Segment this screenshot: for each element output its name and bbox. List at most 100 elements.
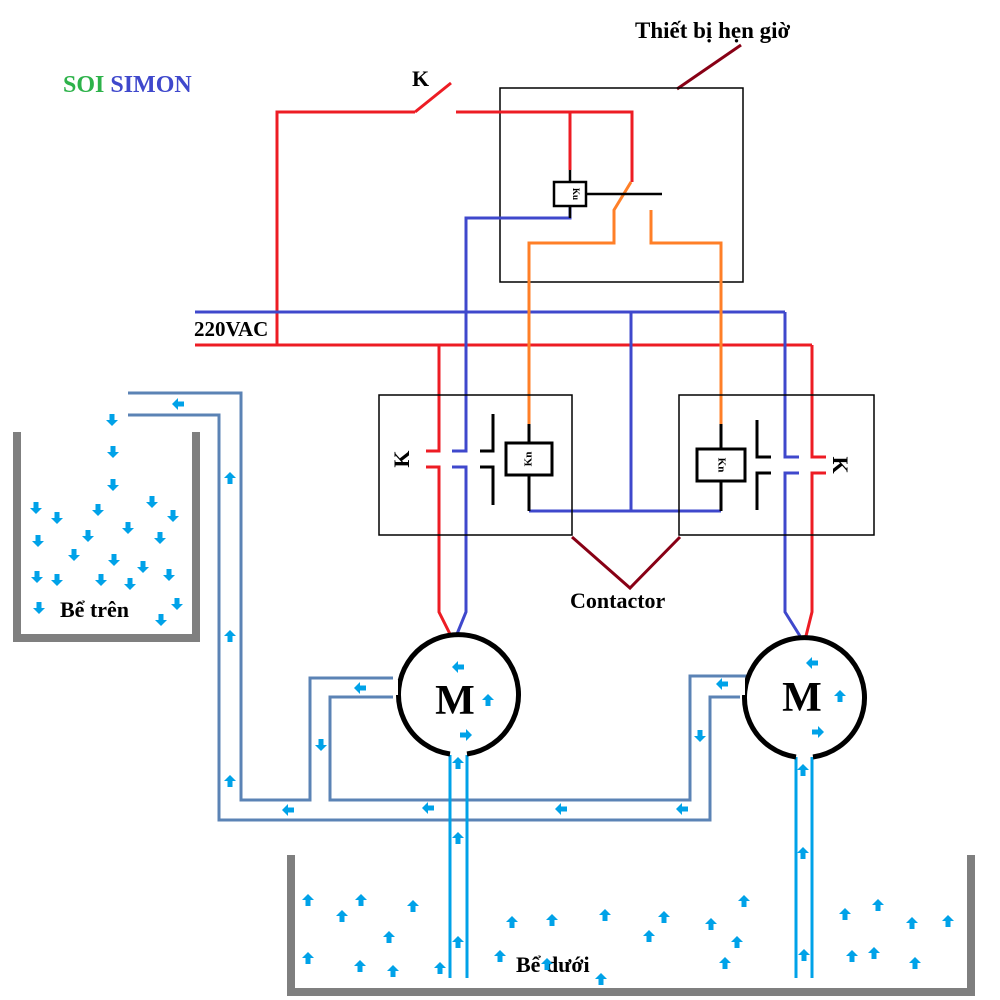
lower-tank: [287, 855, 975, 996]
motor-left-housing: [396, 632, 521, 757]
arrow-up-icon: [705, 918, 717, 930]
contactor-left-coil: [504, 441, 554, 477]
arrow-down-icon: [163, 569, 175, 581]
contactor-label: Contactor: [570, 588, 666, 613]
arrow-down-icon: [108, 554, 120, 566]
arrow-down-icon: [31, 571, 43, 583]
brand-word-2: SIMON: [110, 72, 192, 98]
arrow-up-icon: [354, 960, 366, 972]
left-contactor-live-out: [426, 465, 452, 635]
arrow-up-icon: [643, 930, 655, 942]
arrow-right-icon: [460, 729, 472, 741]
arrow-down-icon: [171, 598, 183, 610]
arrow-up-icon: [942, 915, 954, 927]
arrow-up-icon: [868, 947, 880, 959]
arrow-up-icon: [909, 957, 921, 969]
arrow-down-icon: [82, 530, 94, 542]
arrow-up-icon: [452, 832, 464, 844]
timer-relay: Ku: [552, 170, 662, 218]
control-wire-left: [527, 181, 633, 424]
arrow-down-icon: [167, 510, 179, 522]
arrow-up-icon: [224, 630, 236, 642]
arrow-up-icon: [383, 931, 395, 943]
arrow-up-icon: [224, 472, 236, 484]
contactor-left-box: [378, 394, 573, 536]
contactor-left-k-label: K: [389, 450, 414, 467]
arrow-left-icon: [716, 678, 728, 690]
contactor-right: K Kn: [678, 394, 875, 536]
timer-leader-line: [676, 43, 742, 91]
arrow-down-icon: [68, 549, 80, 561]
arrow-down-icon: [32, 535, 44, 547]
live-wires: [195, 81, 826, 637]
delivery-pipes: [128, 391, 747, 822]
live-wire-to-switch: [275, 110, 415, 345]
right-contactor-live-in: [810, 345, 826, 459]
contactor-right-box: [678, 394, 875, 536]
pipe-main-outer: [128, 413, 740, 822]
arrow-down-icon: [51, 574, 63, 586]
arrow-up-icon: [738, 895, 750, 907]
upper-tank-label: Bể trên: [60, 597, 129, 622]
arrow-up-icon: [452, 936, 464, 948]
arrow-down-icon: [30, 502, 42, 514]
arrow-up-icon: [798, 949, 810, 961]
arrow-up-icon: [658, 911, 670, 923]
arrow-up-icon: [336, 910, 348, 922]
arrow-up-icon: [482, 694, 494, 706]
timer-device-label: Thiết bị hẹn giờ: [635, 18, 791, 43]
arrow-down-icon: [51, 512, 63, 524]
arrow-up-icon: [595, 973, 607, 985]
suction-pipes: [448, 755, 814, 978]
arrow-down-icon: [154, 532, 166, 544]
switch-k-label: K: [412, 66, 429, 91]
right-contactor-neutral-in: [783, 312, 799, 459]
arrow-up-icon: [797, 764, 809, 776]
pipe-left-motor-outer: [128, 391, 393, 802]
arrow-up-icon: [387, 965, 399, 977]
arrow-left-icon: [676, 803, 688, 815]
left-coil-neutral: [529, 312, 633, 513]
timer-device-box: [499, 87, 744, 283]
control-wire-right: [649, 210, 723, 424]
contactor-right-coil-label: Kn: [715, 458, 727, 473]
motor-left-label: M: [435, 678, 475, 724]
pipe-right-motor-inner: [328, 674, 747, 802]
arrow-down-icon: [694, 730, 706, 742]
arrow-up-icon: [872, 899, 884, 911]
arrow-up-icon: [302, 952, 314, 964]
arrow-up-icon: [494, 950, 506, 962]
arrow-up-icon: [839, 908, 851, 920]
arrow-up-icon: [434, 962, 446, 974]
neutral-wires: [195, 207, 802, 637]
arrow-up-icon: [407, 900, 419, 912]
right-motor-neutral: [783, 471, 802, 637]
arrow-down-icon: [107, 479, 119, 491]
control-wires: [527, 181, 723, 424]
left-motor-neutral: [452, 465, 468, 635]
right-contactor-live-out: [804, 471, 826, 637]
arrow-down-icon: [33, 602, 45, 614]
left-contactor-live-in: [426, 345, 441, 453]
contactor-left: K Kn: [378, 394, 573, 536]
arrow-left-icon: [354, 682, 366, 694]
arrow-up-icon: [906, 917, 918, 929]
arrow-down-icon: [315, 739, 327, 751]
arrow-down-icon: [155, 614, 167, 626]
live-wire-timer-feed: [456, 110, 634, 182]
brand-title: SOI SIMON: [63, 72, 192, 98]
switch-k-blade: [414, 81, 452, 114]
arrow-up-icon: [731, 936, 743, 948]
upper-tank: [13, 432, 200, 642]
arrow-down-icon: [95, 574, 107, 586]
brand-word-1: SOI: [63, 72, 104, 98]
arrow-down-icon: [92, 504, 104, 516]
arrow-up-icon: [355, 894, 367, 906]
arrow-up-icon: [224, 775, 236, 787]
arrow-up-icon: [506, 916, 518, 928]
motor-right: M: [739, 635, 867, 760]
arrow-up-icon: [797, 847, 809, 859]
contactor-leader-line: [571, 535, 682, 591]
arrow-left-icon: [555, 803, 567, 815]
contactor-right-coil: [695, 447, 747, 483]
